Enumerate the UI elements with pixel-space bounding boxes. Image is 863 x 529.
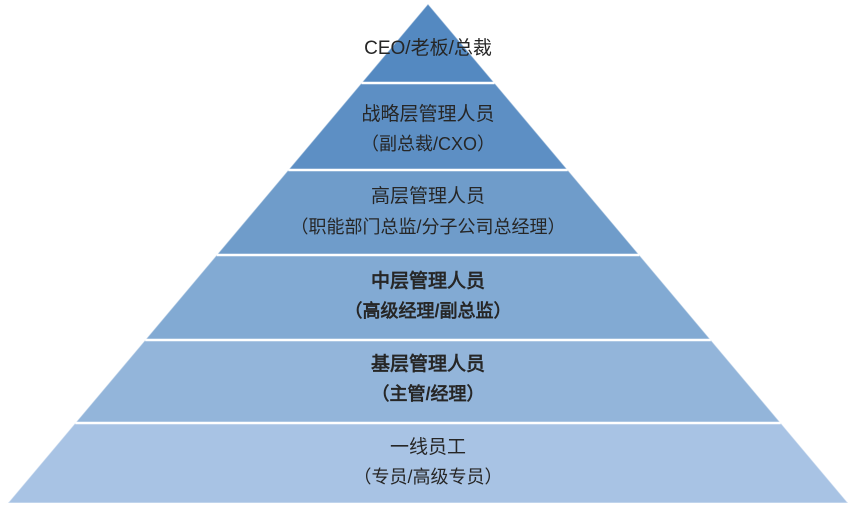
pyramid-level-5-sublabel: （主管/经理）: [371, 383, 484, 404]
pyramid-level-5-shape: [74, 339, 782, 424]
pyramid-level-strategic: 战略层管理人员 （副总裁/CXO）: [287, 82, 569, 171]
pyramid-level-3-sublabel: （职能部门总监/分子公司总经理）: [291, 217, 566, 237]
pyramid-level-5-label: 基层管理人员: [370, 352, 485, 375]
pyramid-level-ceo: CEO/老板/总裁: [360, 3, 496, 84]
pyramid-level-senior: 高层管理人员 （职能部门总监/分子公司总经理）: [215, 169, 641, 256]
pyramid-level-2-label: 战略层管理人员: [361, 103, 494, 125]
pyramid-level-3-label: 高层管理人员: [371, 185, 485, 207]
pyramid-level-2-shape: [287, 82, 569, 171]
pyramid-level-staff: 一线员工 （专员/高级专员）: [6, 422, 850, 504]
pyramid-level-4-shape: [143, 254, 713, 341]
pyramid-level-2-sublabel: （副总裁/CXO）: [361, 134, 495, 154]
pyramid-level-frontline-mgmt: 基层管理人员 （主管/经理）: [74, 339, 782, 424]
pyramid-level-4-label: 中层管理人员: [371, 269, 485, 292]
pyramid-level-6-shape: [6, 422, 850, 504]
pyramid-level-6-sublabel: （专员/高级专员）: [353, 467, 502, 487]
pyramid-level-4-sublabel: （高级经理/副总监）: [344, 300, 511, 321]
pyramid-level-1-label: CEO/老板/总裁: [364, 37, 492, 59]
pyramid-level-3-shape: [215, 169, 641, 256]
pyramid-level-6-label: 一线员工: [390, 436, 466, 458]
pyramid-level-middle: 中层管理人员 （高级经理/副总监）: [143, 254, 713, 341]
